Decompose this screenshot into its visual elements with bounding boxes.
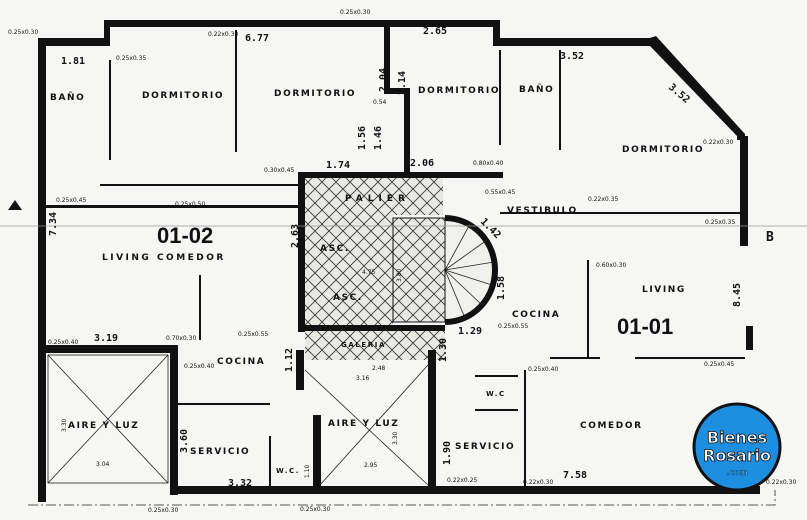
room-label: DORMITORIO bbox=[418, 86, 500, 96]
room-label: PALIER bbox=[345, 194, 410, 204]
dimension: 1.46 bbox=[373, 126, 384, 150]
room-label: COCINA bbox=[217, 357, 265, 367]
dimension: 1.29 bbox=[458, 326, 482, 337]
dimension: 3.80 bbox=[396, 268, 403, 282]
dimension: 2.63 bbox=[290, 224, 301, 248]
column-size: 0.22x0.30 bbox=[703, 139, 733, 146]
column-size: 0.25x0.30 bbox=[340, 9, 370, 16]
room-label: AIRE Y LUZ bbox=[68, 421, 139, 431]
dimension: 1.81 bbox=[61, 56, 85, 67]
exterior-walls bbox=[38, 20, 760, 502]
room-label: ASC. bbox=[320, 244, 350, 254]
room-labels: BAÑO DORMITORIO DORMITORIO DORMITORIO BA… bbox=[50, 84, 704, 475]
room-label: BAÑO bbox=[519, 84, 554, 95]
dimension: 8.45 bbox=[732, 283, 743, 307]
column-size: 0.25x0.30 bbox=[300, 506, 330, 513]
column-size: 0.25x0.40 bbox=[48, 339, 78, 346]
dimension: 1.74 bbox=[326, 160, 350, 171]
room-label: AIRE Y LUZ bbox=[328, 419, 399, 429]
column-size: 0.70x0.30 bbox=[166, 335, 196, 342]
spiral-staircase bbox=[392, 215, 498, 325]
column-size: 0.25x0.55 bbox=[498, 323, 528, 330]
room-label: BAÑO bbox=[50, 92, 85, 103]
dimension: 0.54 bbox=[373, 99, 387, 106]
room-label: GALERIA bbox=[341, 341, 386, 349]
room-label: SERVICIO bbox=[455, 442, 515, 452]
column-size: 0.25x0.30 bbox=[148, 507, 178, 514]
section-marker-b: B bbox=[766, 230, 774, 245]
room-label: DORMITORIO bbox=[622, 145, 704, 155]
dimension: 6.77 bbox=[245, 33, 269, 44]
room-label: SERVICIO bbox=[190, 447, 250, 457]
dimension: 1.30 bbox=[438, 338, 449, 362]
section-marker-a: A bbox=[8, 200, 22, 210]
room-label: DORMITORIO bbox=[274, 89, 356, 99]
room-label: DORMITORIO bbox=[142, 91, 224, 101]
column-size: 0.25x0.45 bbox=[56, 197, 86, 204]
dimension: 2.04 bbox=[378, 68, 389, 92]
dimension: 1.56 bbox=[357, 126, 368, 150]
room-label: ASC. bbox=[333, 293, 363, 303]
dimension: 7.58 bbox=[563, 470, 587, 481]
room-label: W.C. bbox=[276, 467, 300, 475]
logo-text: Bienes bbox=[707, 428, 767, 447]
logo-text: Rosario bbox=[703, 446, 771, 465]
dimension: 4.75 bbox=[362, 269, 376, 276]
dimension: 3.30 bbox=[61, 418, 68, 432]
room-label: W.C bbox=[486, 390, 506, 398]
dimension: 7.34 bbox=[48, 212, 59, 236]
dimension: 3.30 bbox=[392, 431, 399, 445]
dimension: 2.95 bbox=[364, 462, 378, 469]
dimension: 1.90 bbox=[442, 441, 453, 465]
column-size: 0.60x0.30 bbox=[596, 262, 626, 269]
column-size: 0.80x0.40 bbox=[473, 160, 503, 167]
column-size: 0.22x0.30 bbox=[766, 479, 796, 486]
column-size: 0.25x0.55 bbox=[238, 331, 268, 338]
logo-text: .com bbox=[726, 468, 748, 477]
dimension: 1.10 bbox=[304, 464, 311, 478]
room-label: COMEDOR bbox=[580, 421, 643, 431]
column-size: 0.25x0.35 bbox=[116, 55, 146, 62]
dimension: 3.16 bbox=[356, 375, 370, 382]
room-label: COCINA bbox=[512, 310, 560, 320]
dimension: 3.19 bbox=[94, 333, 118, 344]
column-size: 0.25x0.30 bbox=[8, 29, 38, 36]
column-size: 0.25x0.40 bbox=[528, 366, 558, 373]
column-size-labels: 0.25x0.30 0.25x0.35 0.22x0.30 0.25x0.45 … bbox=[8, 9, 796, 514]
column-size: 0.22x0.35 bbox=[588, 196, 618, 203]
room-label: VESTIBULO bbox=[507, 206, 578, 216]
unit-number-right: 01-01 bbox=[617, 314, 673, 339]
column-size: 0.30x0.45 bbox=[264, 167, 294, 174]
dimension: 2.14 bbox=[397, 71, 408, 95]
dimension: 3.60 bbox=[179, 429, 190, 453]
interior-walls bbox=[100, 30, 745, 488]
column-size: 0.22x0.25 bbox=[447, 477, 477, 484]
column-size: 0.25x0.40 bbox=[184, 363, 214, 370]
column-size: 0.25x0.50 bbox=[175, 201, 205, 208]
column-size: 0.22x0.30 bbox=[208, 31, 238, 38]
dimension: 2.65 bbox=[423, 26, 447, 37]
dimension: 1.58 bbox=[496, 276, 507, 300]
dimension: 2.48 bbox=[372, 365, 386, 372]
room-label: LIVING bbox=[642, 285, 686, 295]
unit-number-left: 01-02 bbox=[157, 223, 213, 248]
light-well-lines bbox=[0, 225, 807, 506]
column-size: 0.55x0.45 bbox=[485, 189, 515, 196]
column-size: 0.25x0.45 bbox=[704, 361, 734, 368]
dimension: 3.32 bbox=[228, 478, 252, 489]
dimension: 3.04 bbox=[96, 461, 110, 468]
room-label: LIVING COMEDOR bbox=[102, 253, 226, 263]
dimension: 3.52 bbox=[560, 51, 584, 62]
dimension: 1.12 bbox=[284, 348, 295, 372]
column-size: 0.25x0.35 bbox=[705, 219, 735, 226]
dimension: 2.06 bbox=[410, 158, 434, 169]
column-size: 0.22x0.30 bbox=[523, 479, 553, 486]
